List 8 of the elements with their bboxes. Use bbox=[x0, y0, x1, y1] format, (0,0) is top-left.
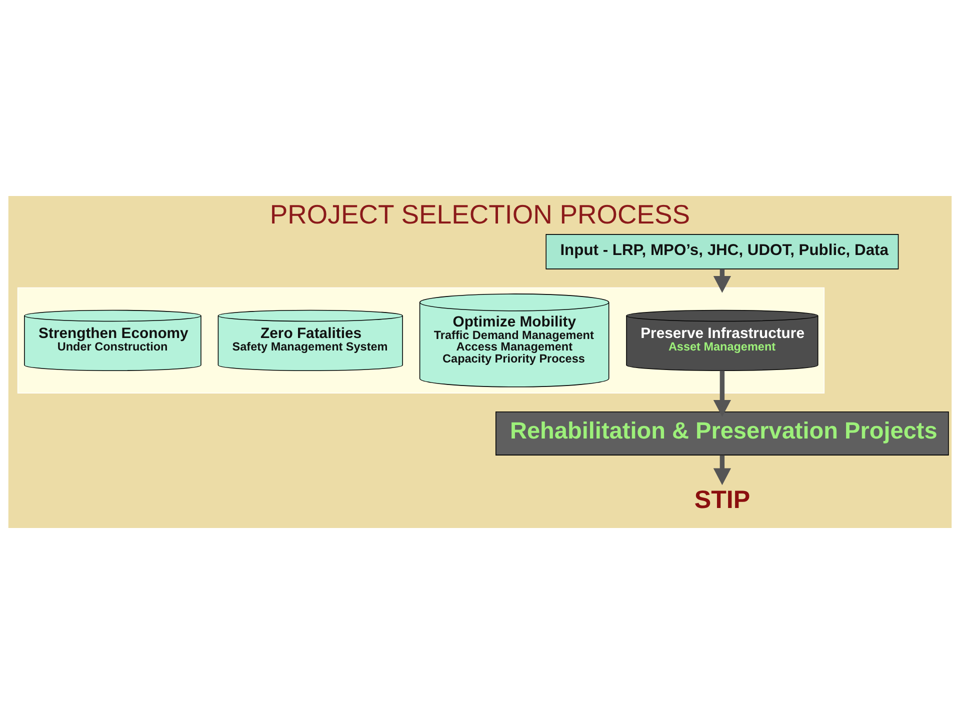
cluster bbox=[17, 287, 825, 394]
arrow bbox=[713, 269, 732, 293]
arrow bbox=[713, 370, 732, 417]
diagram-title: PROJECT SELECTION PROCESS bbox=[270, 200, 690, 230]
node-box: Input - LRP, MPO’s, JHC, UDOT, Public, Data bbox=[546, 234, 899, 270]
node-text: STIP bbox=[694, 486, 750, 514]
node-box: Rehabilitation & Preservation Projects bbox=[496, 412, 949, 456]
arrow bbox=[713, 455, 732, 486]
